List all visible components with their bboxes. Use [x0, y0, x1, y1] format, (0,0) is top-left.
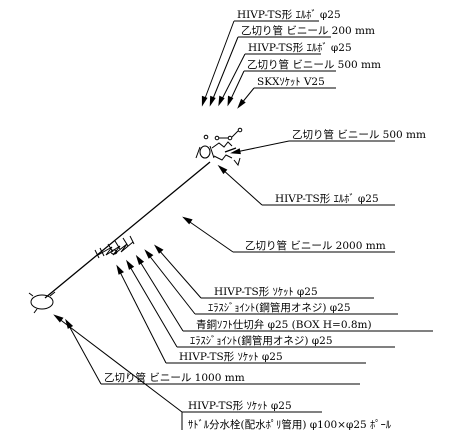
leader-1: [201, 20, 319, 107]
label-3: HIVP-TS形 ｴﾙﾎﾞ φ25: [248, 42, 352, 54]
label-16: ｻﾄﾞﾙ分水栓(配水ﾎﾟﾘ管用) φ100×φ25 ﾎﾟｰﾙ: [188, 418, 392, 431]
label-5: SKXｿｹｯﾄ V25: [257, 76, 325, 88]
leader-6: [230, 140, 395, 155]
leader-7: [217, 164, 395, 206]
valve-cluster-symbol: [94, 235, 135, 259]
saddle-tap-symbol: [28, 291, 56, 314]
leader-3: [218, 53, 321, 107]
label-8: 乙切り管 ビニール 2000 mm: [245, 239, 386, 252]
leader-4: [227, 70, 336, 107]
leader-12: [126, 259, 395, 348]
label-15: HIVP-TS形 ｿｹｯﾄ φ25: [188, 400, 292, 412]
leader-5: [237, 87, 336, 109]
label-10: ｴﾗｽｼﾞｮｲﾝﾄ(鋼管用オネジ) φ25: [208, 301, 351, 314]
leader-15: [53, 314, 322, 413]
pipe-segment-main: [44, 161, 211, 299]
leader-9: [154, 244, 374, 299]
label-6: 乙切り管 ビニール 500 mm: [292, 128, 426, 141]
leader-13: [116, 264, 366, 364]
label-4: 乙切り管 ビニール 500 mm: [247, 58, 381, 71]
pipe-run: [44, 147, 237, 299]
leader-2: [209, 36, 331, 107]
label-9: HIVP-TS形 ｿｹｯﾄ φ25: [214, 286, 318, 298]
leader-8: [182, 216, 395, 253]
label-12: ｴﾗｽｼﾞｮｲﾝﾄ(鋼管用オネジ) φ25: [190, 334, 333, 347]
leader-14: [65, 318, 360, 385]
label-13: HIVP-TS形 ｿｹｯﾄ φ25: [179, 351, 283, 363]
leader-11: [135, 254, 433, 332]
label-2: 乙切り管 ビニール 200 mm: [241, 24, 375, 37]
top-fitting-cluster-symbol: [195, 127, 243, 167]
label-7: HIVP-TS形 ｴﾙﾎﾞ φ25: [275, 193, 379, 205]
label-11: 青銅ｿﾌﾄ仕切弁 φ25 (BOX H=0.8m): [196, 318, 372, 331]
leader-10: [144, 249, 398, 315]
label-1: HIVP-TS形 ｴﾙﾎﾞ φ25: [237, 9, 341, 21]
label-14: 乙切り管 ビニール 1000 mm: [104, 371, 245, 384]
pipe-segment-top: [224, 147, 237, 153]
